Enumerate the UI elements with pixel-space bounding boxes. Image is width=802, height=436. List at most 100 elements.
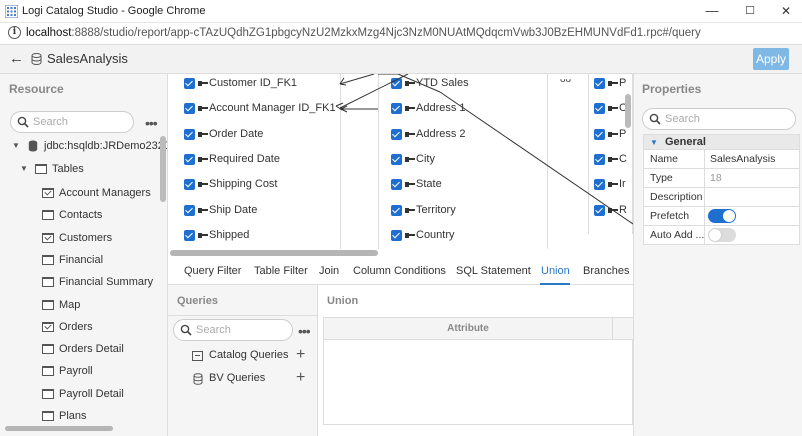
database-icon xyxy=(31,53,42,65)
auto-add-toggle[interactable] xyxy=(708,228,736,242)
properties-search-input[interactable]: Search xyxy=(642,108,796,130)
tab-branches[interactable]: Branches xyxy=(583,265,630,277)
field-checkbox[interactable] xyxy=(391,78,402,89)
name-value[interactable]: SalesAnalysis xyxy=(710,153,776,165)
table-icon xyxy=(42,277,54,288)
table-item[interactable]: Orders Detail xyxy=(0,340,158,360)
apply-button[interactable]: Apply xyxy=(753,48,789,70)
tab-sql-statement[interactable]: SQL Statement xyxy=(456,265,531,277)
table-item[interactable]: Payroll Detail xyxy=(0,385,158,405)
union-grid[interactable]: Attribute xyxy=(323,317,634,425)
field-checkbox[interactable] xyxy=(594,179,605,191)
queries-more-button[interactable]: ••• xyxy=(298,323,311,339)
address-bar[interactable]: i localhost:8888/studio/report/app-cTAzU… xyxy=(0,23,802,45)
prefetch-toggle[interactable] xyxy=(708,209,736,223)
table-item[interactable]: Orders xyxy=(0,318,158,338)
resource-more-button[interactable]: ••• xyxy=(145,115,158,131)
table-icon xyxy=(42,388,54,399)
union-grid-header: Attribute xyxy=(324,318,634,340)
resource-heading: Resource xyxy=(9,82,64,96)
attribute-column-header[interactable]: Attribute xyxy=(447,323,489,334)
tab-table-filter[interactable]: Table Filter xyxy=(254,265,308,277)
table-item[interactable]: Financial xyxy=(0,251,158,271)
table-item[interactable]: Account Managers xyxy=(0,184,158,204)
field-checkbox[interactable] xyxy=(594,103,605,115)
field-checkbox[interactable] xyxy=(184,179,195,191)
field-checkbox[interactable] xyxy=(184,128,195,140)
resource-vscrollbar[interactable] xyxy=(160,136,166,202)
table-item[interactable]: Contacts xyxy=(0,206,158,226)
field-checkbox[interactable] xyxy=(594,78,605,89)
key-icon xyxy=(198,106,208,112)
queries-search-input[interactable]: Search xyxy=(173,319,293,341)
field-checkbox[interactable] xyxy=(184,229,195,241)
chevron-down-icon[interactable]: ▼ xyxy=(650,138,658,147)
field-checkbox[interactable] xyxy=(594,204,605,216)
field-checkbox[interactable] xyxy=(391,179,402,191)
info-icon[interactable]: i xyxy=(8,26,21,39)
search-icon xyxy=(17,116,29,128)
chevron-down-icon[interactable]: ▼ xyxy=(12,141,20,150)
tab-query-filter[interactable]: Query Filter xyxy=(184,265,242,277)
properties-heading: Properties xyxy=(642,82,702,96)
table-item[interactable]: Payroll xyxy=(0,362,158,382)
tab-column-conditions[interactable]: Column Conditions xyxy=(353,265,446,277)
catalog-icon xyxy=(192,351,203,361)
minimize-button[interactable]: — xyxy=(705,3,719,18)
union-heading: Union xyxy=(327,295,359,307)
chevron-down-icon[interactable]: ▼ xyxy=(20,164,28,173)
field-checkbox[interactable] xyxy=(184,103,195,115)
field-checkbox[interactable] xyxy=(184,78,195,89)
tree-connection[interactable]: ▼ jdbc:hsqldb:JRDemo2320 xyxy=(0,138,167,158)
field-checkbox[interactable] xyxy=(184,204,195,216)
field-checkbox[interactable] xyxy=(391,103,402,115)
table-item[interactable]: Plans xyxy=(0,407,158,427)
table-item-label: Account Managers xyxy=(59,187,151,199)
table-item[interactable]: Financial Summary xyxy=(0,273,158,293)
tab-join[interactable]: Join xyxy=(319,265,340,277)
diagram-vscrollbar[interactable] xyxy=(625,94,631,128)
field-label: Account Manager ID_FK1 xyxy=(209,102,336,115)
back-arrow-icon[interactable]: ← xyxy=(9,50,24,67)
maximize-button[interactable]: ☐ xyxy=(745,5,755,17)
field-label: Ship Date xyxy=(209,203,258,216)
table-item-label: Financial xyxy=(59,253,104,266)
table-item[interactable]: Map xyxy=(0,296,158,316)
tree-tables-folder[interactable]: ▼ Tables xyxy=(0,161,162,181)
prop-row-type: Type 18 xyxy=(643,169,800,188)
table-checked-icon xyxy=(42,321,54,332)
key-icon xyxy=(608,81,618,86)
key-icon xyxy=(198,81,208,86)
field-checkbox[interactable] xyxy=(594,128,605,140)
field-checkbox[interactable] xyxy=(391,153,402,165)
add-catalog-query-button[interactable]: + xyxy=(296,346,306,363)
prop-row-name[interactable]: Name SalesAnalysis xyxy=(643,150,800,169)
prop-row-description[interactable]: Description xyxy=(643,188,800,207)
union-panel: Union Attribute xyxy=(318,285,634,436)
resource-hscrollbar[interactable] xyxy=(5,426,113,431)
field-checkbox[interactable] xyxy=(391,229,402,241)
resource-search-input[interactable]: Search xyxy=(10,111,134,133)
field-checkbox[interactable] xyxy=(391,204,402,216)
field-checkbox[interactable] xyxy=(391,128,402,140)
add-bv-query-button[interactable]: + xyxy=(296,369,306,386)
field-label: P xyxy=(619,127,627,140)
table-item[interactable]: Customers xyxy=(0,229,158,249)
table-checked-icon xyxy=(42,188,54,198)
diagram-hscrollbar[interactable] xyxy=(170,250,378,256)
prop-row-prefetch: Prefetch xyxy=(643,207,800,226)
field-checkbox[interactable] xyxy=(594,153,605,165)
close-button[interactable]: ✕ xyxy=(780,4,792,18)
queries-panel: Queries Search ••• Catalog Queries + BV … xyxy=(168,285,318,436)
general-group-header[interactable]: ▼ General xyxy=(643,134,800,150)
tab-union[interactable]: Union xyxy=(541,265,570,277)
type-value: 18 xyxy=(710,172,722,184)
table-icon xyxy=(42,344,54,355)
database-icon xyxy=(193,373,203,385)
field-checkbox[interactable] xyxy=(184,153,195,165)
url-text[interactable]: localhost:8888/studio/report/app-cTAzUQd… xyxy=(26,27,701,39)
key-icon xyxy=(198,131,208,137)
